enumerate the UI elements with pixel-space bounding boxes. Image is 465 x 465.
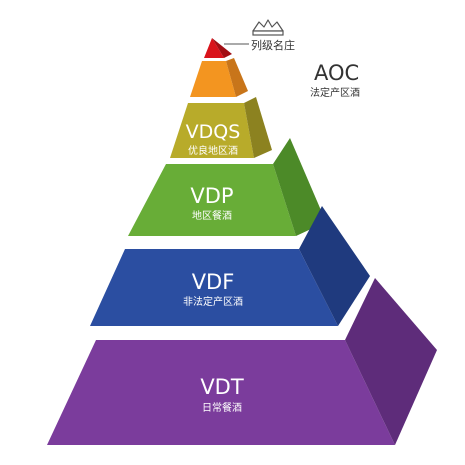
tier-aoc-front [190, 61, 236, 97]
tier-aoc-side [226, 58, 248, 97]
vdt-name: 日常餐酒 [202, 401, 242, 414]
vdp-name: 地区餐酒 [192, 209, 232, 222]
crown-icon [252, 19, 284, 36]
vdqs-code: VDQS [186, 121, 241, 143]
tier-vdt-front [47, 340, 395, 445]
tier-vdf [90, 206, 370, 326]
tier-vdt-side [345, 278, 437, 445]
tier-grand-cru-side [212, 38, 232, 58]
tier-grand-cru [204, 38, 232, 58]
aoc-code: AOC [314, 61, 359, 85]
tier-vdf-front [90, 249, 338, 326]
tier-grand-cru-front [204, 38, 224, 58]
vdqs-name: 优良地区酒 [188, 144, 238, 157]
tier-vdp-side [273, 138, 326, 236]
vdp-code: VDP [190, 184, 233, 208]
tier-vdf-side [299, 206, 370, 326]
vdt-code: VDT [200, 375, 244, 399]
tier-vdqs-side [244, 97, 272, 158]
tier-aoc [190, 58, 248, 97]
tier-vdp-front [128, 164, 296, 236]
crown-label: 列级名庄 [251, 38, 295, 52]
tier-vdqs [170, 97, 272, 158]
aoc-name: 法定产区酒 [310, 86, 360, 99]
vdf-code: VDF [192, 270, 235, 294]
tier-vdp [128, 138, 326, 236]
vdf-name: 非法定产区酒 [183, 295, 243, 308]
tier-vdt [47, 278, 437, 445]
tier-vdqs-front [170, 103, 254, 158]
